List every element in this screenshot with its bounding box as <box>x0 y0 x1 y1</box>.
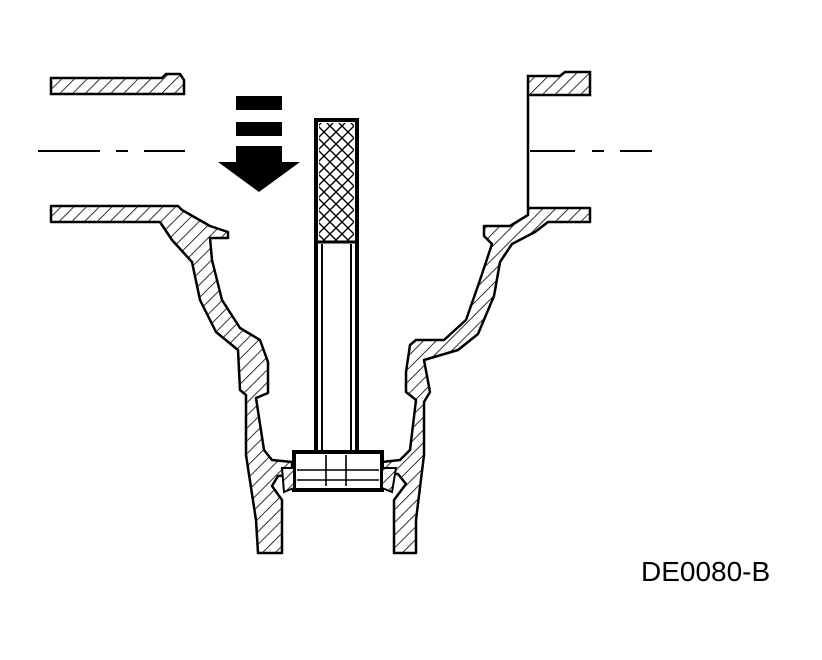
seal-right-section <box>381 467 398 494</box>
tool-handle-knurl <box>319 123 354 242</box>
tool-head-grid <box>297 455 379 486</box>
upper-right-wall-section <box>526 70 592 97</box>
down-arrow-icon <box>218 96 300 192</box>
seal-left-section <box>280 467 295 494</box>
upper-left-wall-section <box>49 72 186 96</box>
figure-code-label: DE0080-B <box>641 556 771 587</box>
left-housing-section <box>49 204 294 555</box>
tool-head <box>292 450 384 492</box>
right-housing-section <box>380 206 592 555</box>
